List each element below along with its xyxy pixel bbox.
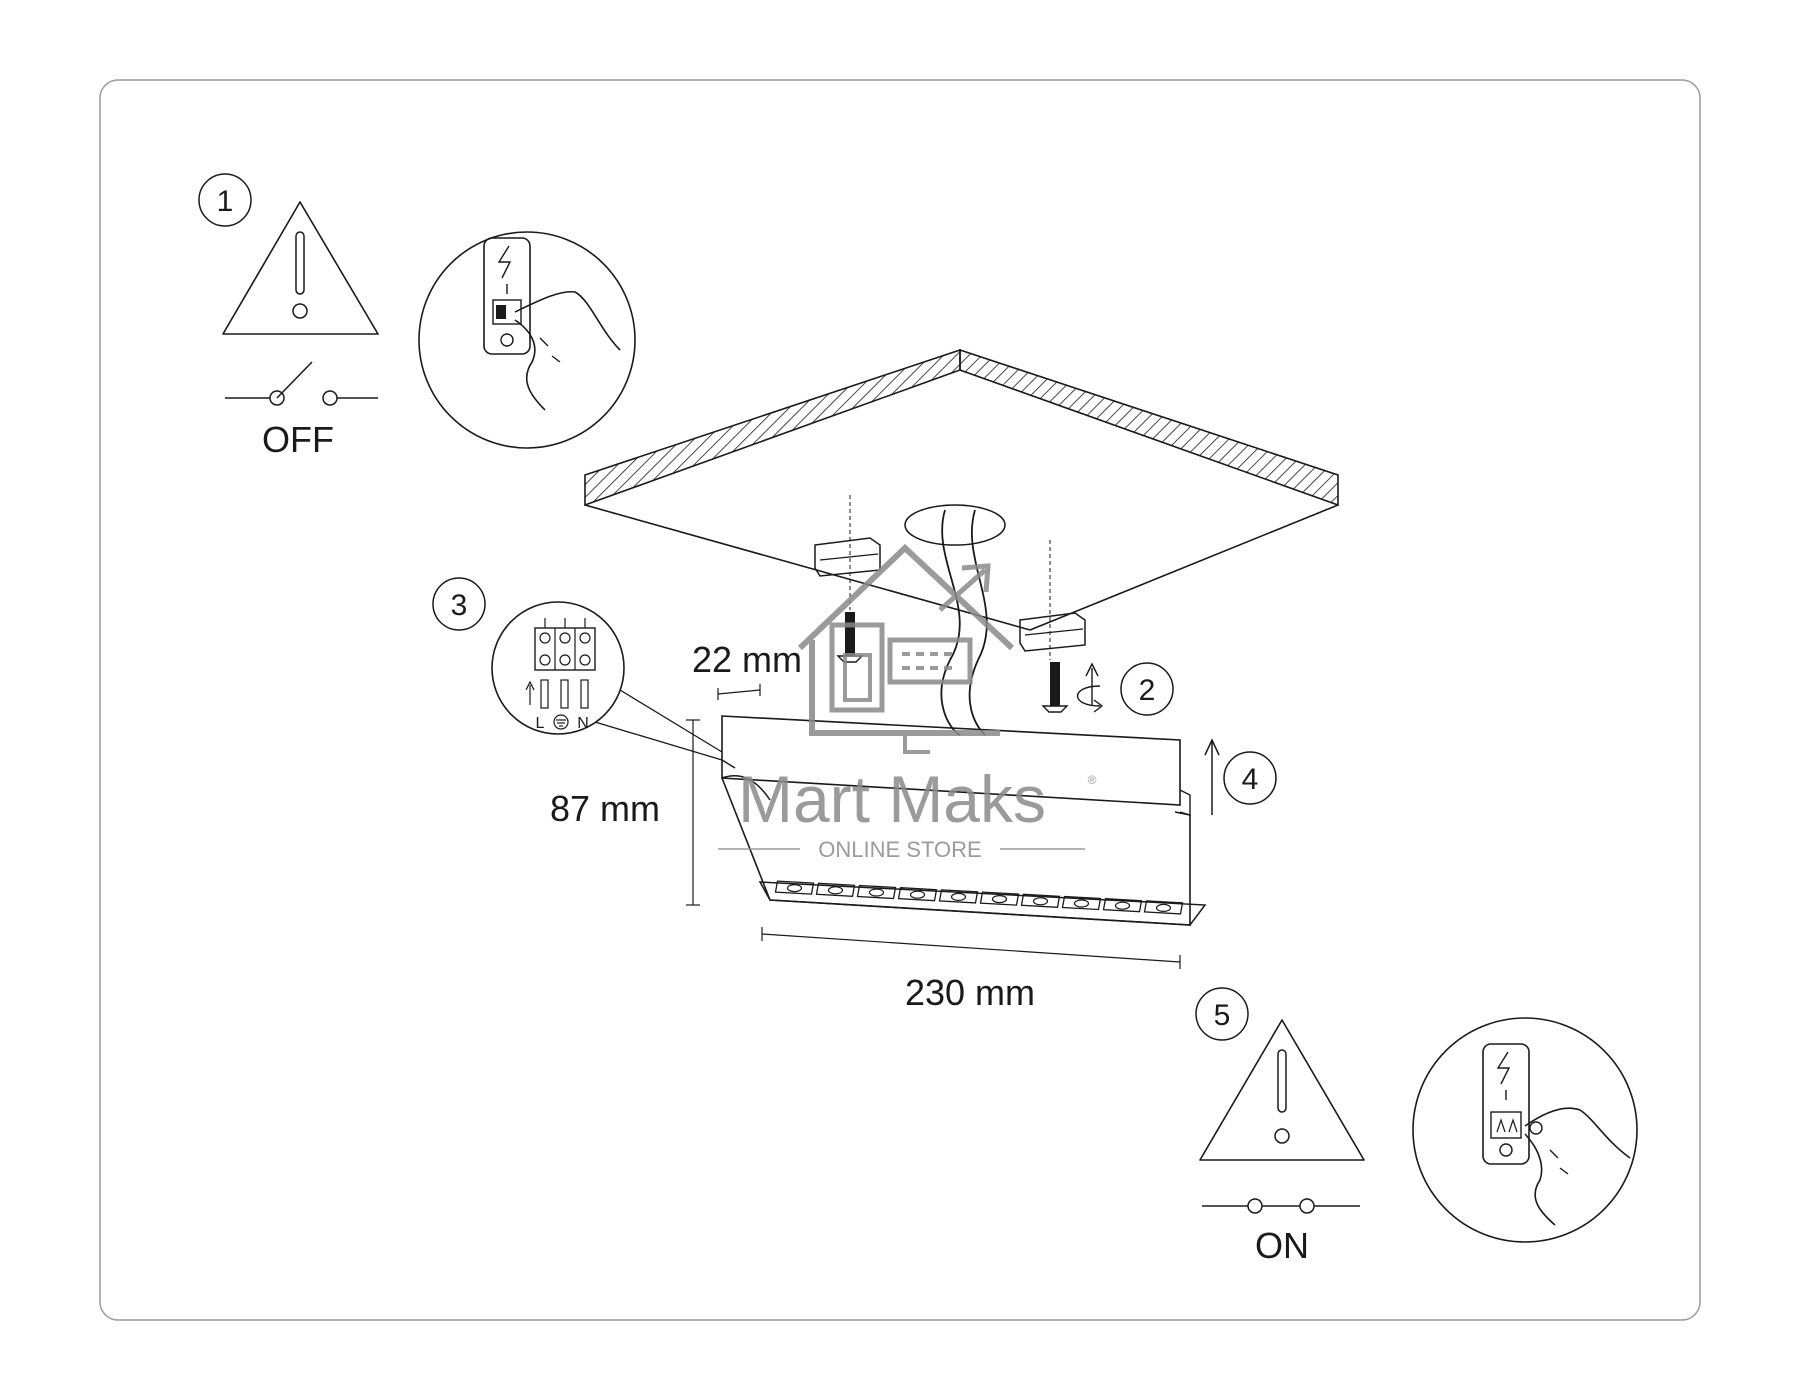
led-cell: [1102, 898, 1143, 913]
ceiling-hole: [904, 504, 1006, 546]
mounting-clip-right: [1019, 612, 1086, 652]
led-cell: [856, 884, 897, 900]
led-cell: [774, 880, 815, 895]
step-5-group: 5 ON: [1195, 987, 1638, 1266]
step-3-badge: [432, 577, 486, 631]
watermark-brand: Mart Maks: [738, 762, 1046, 836]
step-3-number: 3: [451, 589, 468, 622]
watermark-house-icon: [797, 543, 1015, 754]
led-cell: [979, 891, 1020, 906]
dimension-length: 230 mm: [761, 927, 1181, 1013]
step-5-badge: [1195, 987, 1249, 1041]
watermark-registered: ®: [1088, 773, 1097, 787]
step-2-number: 2: [1139, 674, 1156, 707]
on-label: ON: [1255, 1225, 1309, 1266]
step-1-group: 1 OFF: [198, 173, 636, 460]
switch-on-symbol: [1202, 1198, 1360, 1214]
terminal-block-detail: L N: [491, 601, 723, 761]
led-array: [774, 880, 1184, 915]
track-luminaire: [721, 715, 1207, 926]
led-cell: [1143, 900, 1184, 915]
dimension-length-label: 230 mm: [905, 972, 1035, 1013]
dimension-height-label: 87 mm: [550, 788, 660, 829]
up-arrow-icon: [1204, 738, 1220, 815]
step-4-number: 4: [1242, 763, 1259, 796]
mounting-clip-left: [814, 537, 881, 577]
wall-switch-on-icon: [1412, 1017, 1638, 1243]
power-cable: [940, 509, 961, 736]
led-cell: [897, 887, 938, 902]
led-cell: [1061, 895, 1102, 911]
wall-switch-off-icon: [418, 231, 636, 449]
rotate-arrow-icon: [1077, 662, 1104, 713]
step-4-badge: [1223, 751, 1277, 805]
switch-off-symbol: [225, 361, 378, 406]
dimension-height: 87 mm: [550, 719, 700, 906]
warning-triangle-icon: [1199, 1019, 1365, 1161]
step-2-badge: [1120, 662, 1174, 716]
screw-right: [1041, 662, 1069, 713]
step-5-number: 5: [1214, 999, 1231, 1032]
watermark: Mart Maks ® ONLINE STORE: [718, 543, 1097, 862]
terminal-neutral-label: N: [577, 715, 589, 732]
terminal-live-label: L: [536, 715, 545, 732]
off-label: OFF: [262, 419, 334, 460]
watermark-tagline: ONLINE STORE: [818, 837, 981, 862]
led-cell: [938, 889, 979, 904]
dimension-depth: 22 mm: [692, 639, 802, 700]
led-cell: [1020, 893, 1061, 908]
led-cell: [815, 882, 856, 897]
ceiling-slab: [584, 348, 1339, 631]
step-1-badge: [198, 173, 252, 227]
ground-symbol-icon: [553, 714, 569, 730]
dimension-depth-label: 22 mm: [692, 639, 802, 680]
warning-triangle-icon: [222, 201, 379, 335]
diagram-frame: [99, 79, 1701, 1321]
step-1-number: 1: [217, 185, 234, 218]
